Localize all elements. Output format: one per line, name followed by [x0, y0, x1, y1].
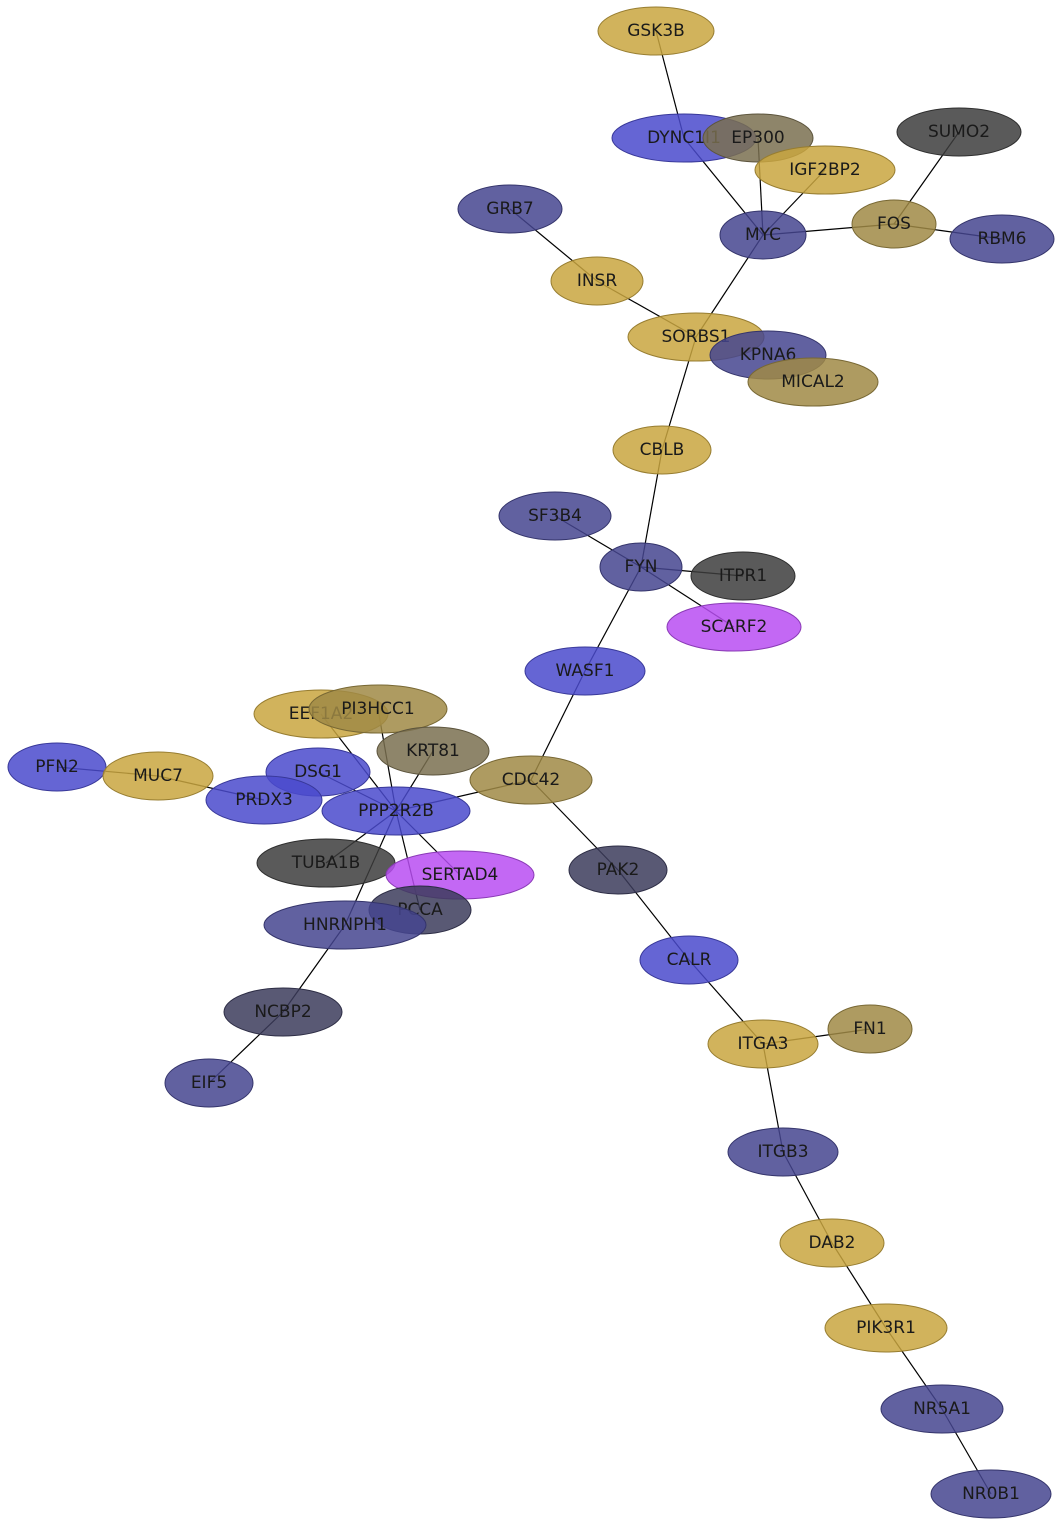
- node-hnrnph1[interactable]: HNRNPH1: [263, 900, 427, 950]
- node-itgb3[interactable]: ITGB3: [727, 1127, 839, 1177]
- node-ppp2r2b[interactable]: PPP2R2B: [321, 786, 471, 836]
- node-pak2[interactable]: PAK2: [568, 845, 668, 895]
- node-ellipse: [308, 684, 448, 734]
- node-ellipse: [747, 357, 879, 407]
- node-igf2bp2[interactable]: IGF2BP2: [754, 145, 896, 195]
- node-ncbp2[interactable]: NCBP2: [223, 987, 343, 1037]
- node-gsk3b[interactable]: GSK3B: [597, 6, 715, 56]
- node-calr[interactable]: CALR: [639, 935, 739, 985]
- node-ellipse: [930, 1469, 1052, 1519]
- node-fos[interactable]: FOS: [851, 199, 937, 249]
- node-cdc42[interactable]: CDC42: [469, 755, 593, 805]
- node-dab2[interactable]: DAB2: [779, 1218, 885, 1268]
- node-ellipse: [851, 199, 937, 249]
- node-wasf1[interactable]: WASF1: [524, 646, 646, 696]
- node-nr0b1[interactable]: NR0B1: [930, 1469, 1052, 1519]
- node-ellipse: [469, 755, 593, 805]
- node-prdx3[interactable]: PRDX3: [205, 775, 323, 825]
- node-pi3hcc1[interactable]: PI3HCC1: [308, 684, 448, 734]
- node-ellipse: [779, 1218, 885, 1268]
- node-ellipse: [727, 1127, 839, 1177]
- node-ellipse: [223, 987, 343, 1037]
- node-ellipse: [498, 491, 612, 541]
- node-fn1[interactable]: FN1: [827, 1004, 913, 1054]
- node-ellipse: [321, 786, 471, 836]
- node-krt81[interactable]: KRT81: [376, 726, 490, 776]
- node-pik3r1[interactable]: PIK3R1: [824, 1303, 948, 1353]
- node-ellipse: [7, 742, 107, 792]
- node-myc[interactable]: MYC: [719, 210, 807, 260]
- node-scarf2[interactable]: SCARF2: [666, 602, 802, 652]
- node-grb7[interactable]: GRB7: [457, 184, 563, 234]
- node-ellipse: [612, 425, 712, 475]
- node-insr[interactable]: INSR: [550, 256, 644, 306]
- node-ellipse: [719, 210, 807, 260]
- node-ellipse: [949, 214, 1055, 264]
- node-sf3b4[interactable]: SF3B4: [498, 491, 612, 541]
- node-ellipse: [205, 775, 323, 825]
- node-ellipse: [263, 900, 427, 950]
- node-ellipse: [639, 935, 739, 985]
- node-sumo2[interactable]: SUMO2: [896, 107, 1022, 157]
- node-ellipse: [824, 1303, 948, 1353]
- node-ellipse: [102, 751, 214, 801]
- node-ellipse: [550, 256, 644, 306]
- node-ellipse: [256, 838, 396, 888]
- node-ellipse: [524, 646, 646, 696]
- node-ellipse: [666, 602, 802, 652]
- node-ellipse: [896, 107, 1022, 157]
- node-ellipse: [827, 1004, 913, 1054]
- node-ellipse: [880, 1384, 1004, 1434]
- node-cblb[interactable]: CBLB: [612, 425, 712, 475]
- node-ellipse: [457, 184, 563, 234]
- node-ellipse: [690, 551, 796, 601]
- node-mical2[interactable]: MICAL2: [747, 357, 879, 407]
- node-ellipse: [599, 542, 683, 592]
- node-fyn[interactable]: FYN: [599, 542, 683, 592]
- node-eif5[interactable]: EIF5: [164, 1058, 254, 1108]
- node-nr5a1[interactable]: NR5A1: [880, 1384, 1004, 1434]
- node-ellipse: [707, 1019, 819, 1069]
- node-rbm6[interactable]: RBM6: [949, 214, 1055, 264]
- node-pfn2[interactable]: PFN2: [7, 742, 107, 792]
- node-muc7[interactable]: MUC7: [102, 751, 214, 801]
- node-tuba1b[interactable]: TUBA1B: [256, 838, 396, 888]
- node-ellipse: [597, 6, 715, 56]
- node-ellipse: [568, 845, 668, 895]
- node-ellipse: [754, 145, 896, 195]
- node-ellipse: [164, 1058, 254, 1108]
- node-ellipse: [376, 726, 490, 776]
- node-itpr1[interactable]: ITPR1: [690, 551, 796, 601]
- node-itga3[interactable]: ITGA3: [707, 1019, 819, 1069]
